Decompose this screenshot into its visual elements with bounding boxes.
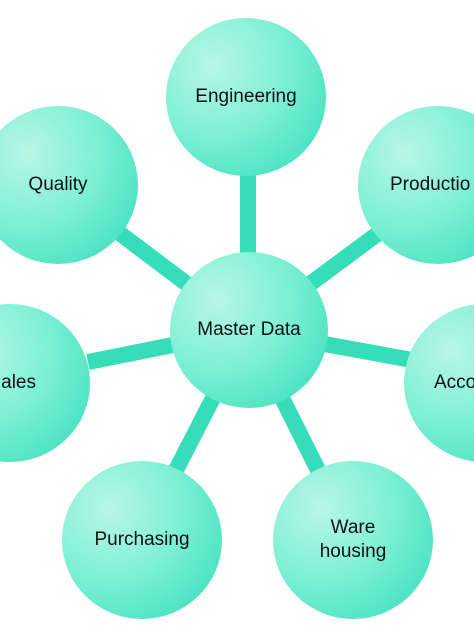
- node-engineering: Engineering: [166, 18, 326, 176]
- node-label: Quality: [28, 174, 88, 195]
- node-label: Acco: [434, 372, 474, 393]
- node-label: Productio: [390, 174, 471, 195]
- node-label: ales: [1, 372, 36, 393]
- node-label: Ware housing: [319, 517, 387, 562]
- node-warehousing: Ware housing: [273, 461, 433, 619]
- center-label: Master Data: [197, 319, 301, 340]
- node-purchasing: Purchasing: [62, 461, 222, 619]
- node-quality: Quality: [0, 106, 138, 264]
- node-label: Purchasing: [94, 529, 190, 550]
- node-label: Engineering: [195, 86, 297, 107]
- node-master-data: Master Data: [170, 252, 328, 408]
